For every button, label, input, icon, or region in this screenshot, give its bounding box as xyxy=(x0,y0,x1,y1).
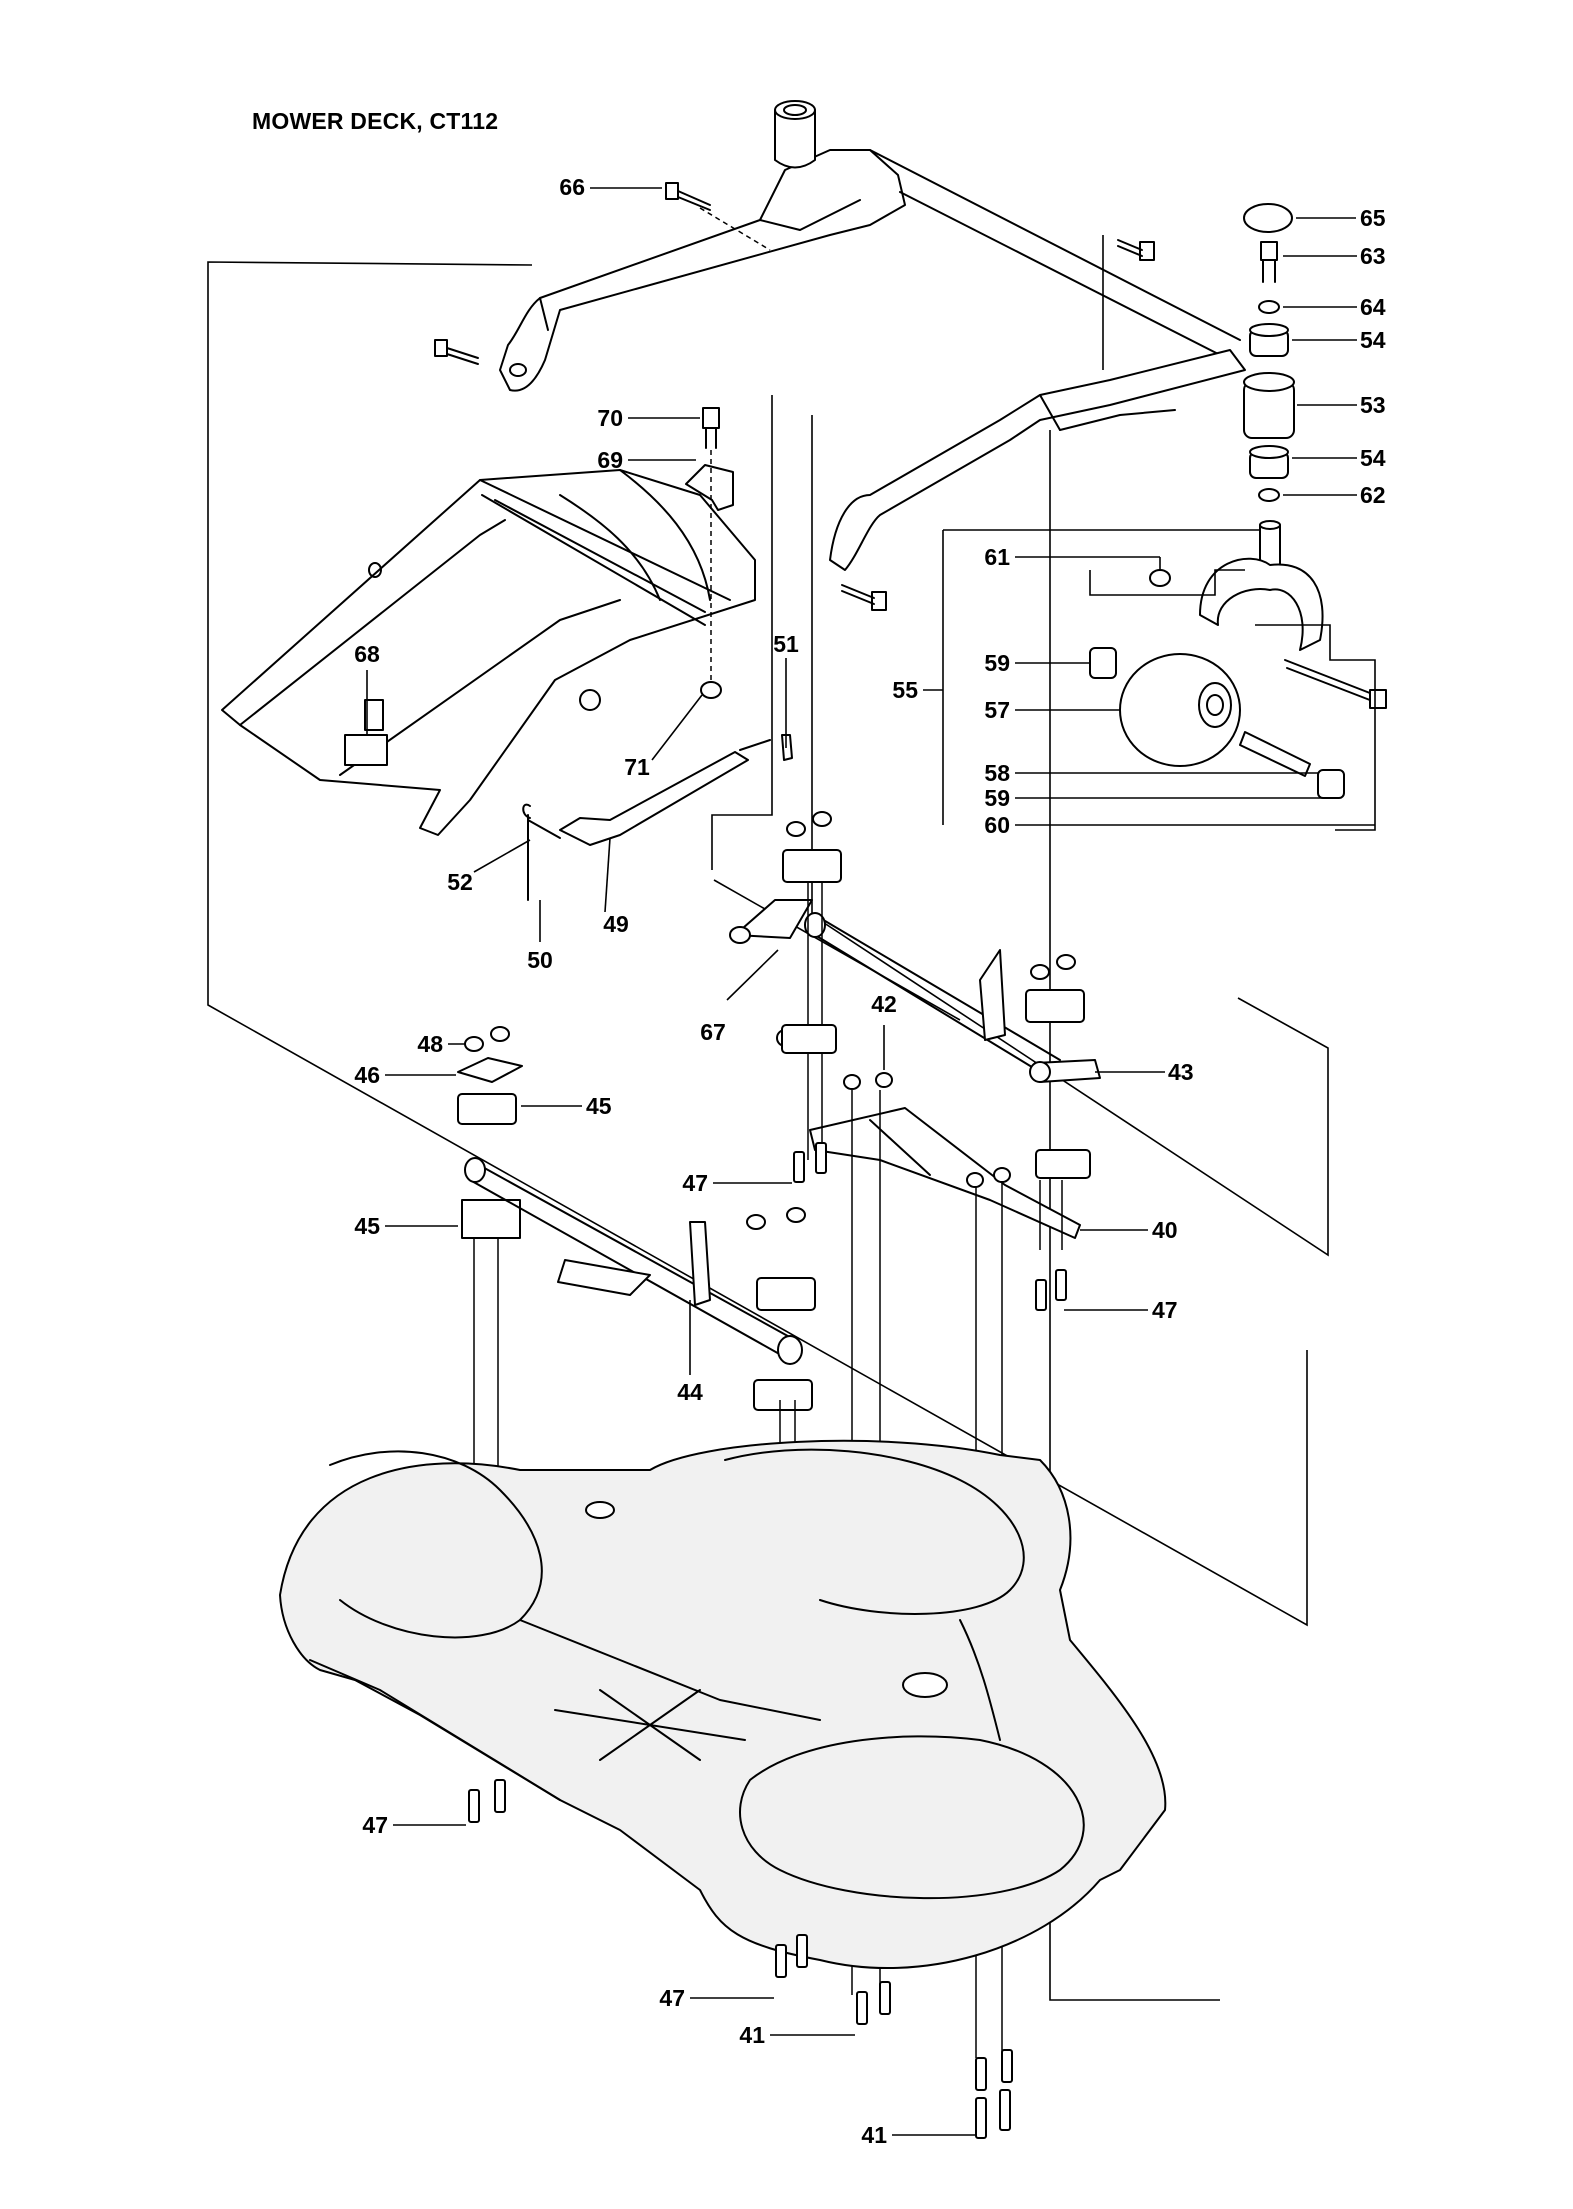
callout-62: 62 xyxy=(1360,482,1386,508)
callout-49: 49 xyxy=(603,911,629,937)
callout-51: 51 xyxy=(773,631,799,657)
height-linkage xyxy=(522,734,793,901)
callout-66: 66 xyxy=(559,174,585,200)
clamp-blocks xyxy=(457,811,1091,1411)
fastener-bolts xyxy=(468,1142,1067,2091)
callout-54b: 54 xyxy=(1360,445,1386,471)
callout-63: 63 xyxy=(1360,243,1386,269)
callout-53: 53 xyxy=(1360,392,1386,418)
callout-48: 48 xyxy=(417,1031,443,1057)
callout-59a: 59 xyxy=(984,650,1010,676)
callout-57: 57 xyxy=(984,697,1010,723)
diagram-title: MOWER DECK, CT112 xyxy=(252,108,499,134)
deck-hanger-frame xyxy=(221,469,756,836)
callout-labels: 66 70 69 68 71 51 52 50 49 65 63 64 54 5… xyxy=(354,174,1386,2148)
caster-fork-wheel xyxy=(1089,520,1387,831)
callout-61: 61 xyxy=(984,544,1010,570)
callout-47c: 47 xyxy=(362,1812,388,1838)
callout-41b: 41 xyxy=(861,2122,887,2148)
callout-44: 44 xyxy=(677,1379,703,1405)
callout-54a: 54 xyxy=(1360,327,1386,353)
callout-47a: 47 xyxy=(682,1170,708,1196)
callout-47d: 47 xyxy=(659,1985,685,2011)
callout-55: 55 xyxy=(892,677,918,703)
callout-47b: 47 xyxy=(1152,1297,1178,1323)
callout-70: 70 xyxy=(597,405,623,431)
left-arm-bolts xyxy=(434,182,771,365)
callout-46: 46 xyxy=(354,1062,380,1088)
mower-deck-housing xyxy=(279,1439,1167,1970)
right-lift-arm xyxy=(829,239,1246,611)
rear-rod xyxy=(464,1157,803,1365)
callout-68: 68 xyxy=(354,641,380,667)
callout-69: 69 xyxy=(597,447,623,473)
callout-65: 65 xyxy=(1360,205,1386,231)
callout-42: 42 xyxy=(871,991,897,1017)
callout-58: 58 xyxy=(984,760,1010,786)
left-lift-arm xyxy=(499,100,1241,392)
callout-71: 71 xyxy=(624,754,650,780)
callout-45b: 45 xyxy=(354,1213,380,1239)
callout-41a: 41 xyxy=(739,2022,765,2048)
callout-67: 67 xyxy=(700,1019,726,1045)
front-rod-assembly xyxy=(729,899,1101,1083)
callout-43: 43 xyxy=(1168,1059,1194,1085)
callout-40: 40 xyxy=(1152,1217,1178,1243)
callout-leaders xyxy=(366,187,1375,2139)
callout-64: 64 xyxy=(1360,294,1386,320)
caster-stack xyxy=(1243,203,1295,502)
callout-52: 52 xyxy=(447,869,473,895)
callout-45a: 45 xyxy=(586,1093,612,1119)
callout-50: 50 xyxy=(527,947,553,973)
callout-59b: 59 xyxy=(984,785,1010,811)
callout-60: 60 xyxy=(984,812,1010,838)
bracket-69 xyxy=(685,407,734,699)
projection-frames xyxy=(207,235,1329,2001)
